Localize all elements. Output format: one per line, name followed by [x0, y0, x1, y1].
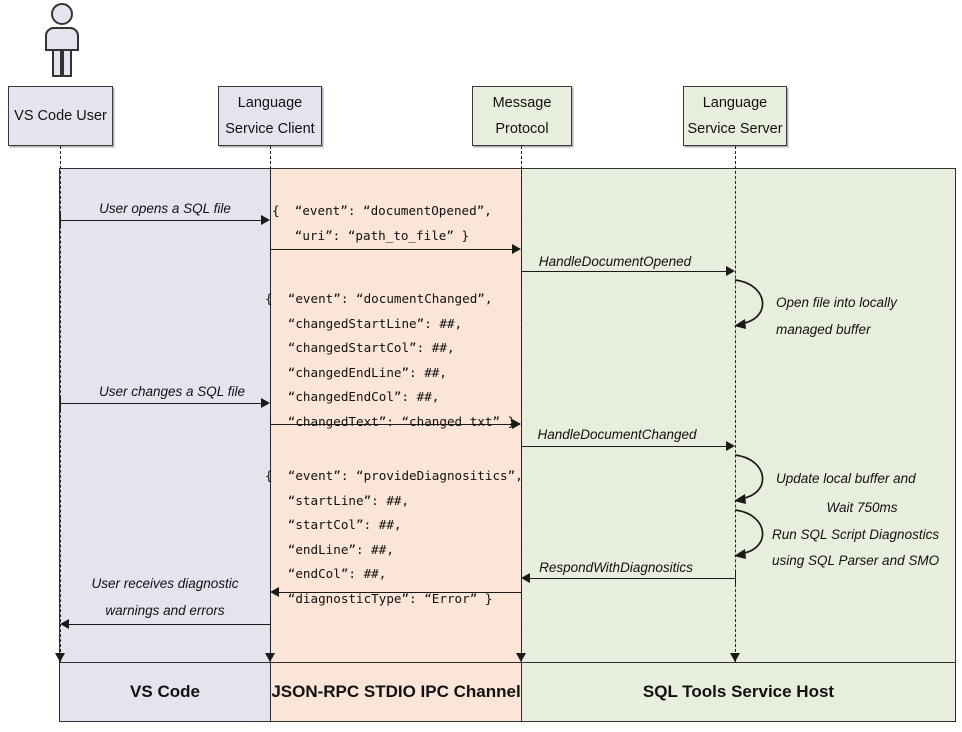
self-call-label-run-diagnostics-line1: Run SQL Script Diagnostics — [772, 527, 940, 542]
lifeline-language-service-server — [735, 146, 736, 662]
json-payload-document-opened: { “event”: “documentOpened”, “uri”: “pat… — [272, 203, 492, 243]
message-arrow-tail-tick — [735, 572, 736, 585]
self-call-loop-update-buffer — [734, 454, 764, 504]
message-arrow-tail-tick — [270, 618, 271, 631]
message-label-respond-with-diagnostics: RespondWithDiagnositics — [539, 560, 693, 575]
participant-message-protocol[interactable]: Message Protocol — [472, 86, 572, 146]
message-arrow-user-changes-file — [60, 403, 262, 404]
participant-label-line2: Service Client — [225, 121, 315, 137]
band-service-host — [521, 168, 956, 663]
message-arrow-handle-document-changed — [521, 446, 727, 447]
legend-label: SQL Tools Service Host — [642, 682, 835, 701]
legend-cell-ipc-channel[interactable]: JSON-RPC STDIO IPC Channel — [270, 662, 522, 722]
message-arrowhead-user-opens-file — [261, 215, 270, 225]
legend-label: VS Code — [130, 682, 200, 701]
message-arrow-tail-tick — [521, 440, 522, 453]
message-arrow-handle-document-opened — [521, 271, 727, 272]
message-arrow-tail-tick — [270, 418, 271, 431]
message-arrowhead-client-to-protocol-changed — [512, 419, 521, 429]
message-label-handle-document-opened: HandleDocumentOpened — [538, 254, 692, 269]
legend-label: JSON-RPC STDIO IPC Channel — [271, 682, 521, 701]
json-payload-document-changed: { “event”: “documentChanged”, “changedSt… — [265, 291, 516, 429]
self-call-label-open-file-line2: managed buffer — [776, 322, 871, 337]
band-vs-code — [59, 168, 271, 663]
message-arrowhead-client-to-protocol-opened — [512, 244, 521, 254]
json-payload-provide-diagnostics: { “event”: “provideDiagnositics”, “start… — [265, 468, 523, 606]
message-arrow-client-to-protocol-opened — [270, 249, 513, 250]
message-arrowhead-protocol-to-client-diagnostics — [270, 587, 279, 597]
message-arrow-user-opens-file — [60, 220, 262, 221]
participant-label-line2: Service Server — [687, 121, 783, 137]
participant-label-line2: Protocol — [495, 121, 549, 137]
legend-cell-service-host[interactable]: SQL Tools Service Host — [521, 662, 956, 722]
band-ipc-channel — [270, 168, 522, 663]
message-arrow-tail-tick — [60, 214, 61, 227]
participant-label-line1: VS Code User — [14, 107, 107, 124]
self-call-label-update-buffer-line1: Update local buffer and — [776, 471, 916, 486]
participant-label-line1: Language — [702, 94, 768, 111]
message-arrow-tail-tick — [521, 586, 522, 599]
lifeline-end-arrow-user — [55, 653, 65, 662]
self-call-label-update-buffer-line2: Wait 750ms — [826, 500, 898, 515]
message-arrow-respond-with-diagnostics — [530, 578, 735, 579]
lifeline-language-service-client — [270, 146, 271, 662]
message-arrow-tail-tick — [60, 397, 61, 410]
message-arrowhead-user-changes-file — [261, 398, 270, 408]
message-label-user-opens-file: User opens a SQL file — [99, 201, 231, 216]
message-label-user-receives-line1: User receives diagnostic — [91, 576, 239, 591]
self-call-label-open-file-line1: Open file into locally — [776, 295, 897, 310]
self-call-label-run-diagnostics-line2: using SQL Parser and SMO — [772, 553, 940, 568]
message-arrowhead-respond-with-diagnostics — [521, 573, 530, 583]
participant-label-line1: Language — [237, 94, 303, 111]
message-arrowhead-handle-document-opened — [726, 266, 735, 276]
participant-label-line1: Message — [492, 94, 552, 111]
message-arrow-user-receives-diagnostics — [69, 624, 270, 625]
lifeline-end-arrow-protocol — [516, 653, 526, 662]
message-label-handle-document-changed: HandleDocumentChanged — [537, 427, 697, 442]
message-arrow-tail-tick — [270, 243, 271, 256]
message-arrow-protocol-to-client-diagnostics — [279, 592, 521, 593]
message-arrow-client-to-protocol-changed — [270, 424, 513, 425]
message-arrowhead-handle-document-changed — [726, 441, 735, 451]
lifeline-end-arrow-client — [265, 653, 275, 662]
legend-cell-vs-code[interactable]: VS Code — [59, 662, 271, 722]
message-arrowhead-user-receives-diagnostics — [60, 619, 69, 629]
self-call-loop-run-diagnostics — [734, 509, 764, 559]
participant-vs-code-user[interactable]: VS Code User — [8, 86, 113, 146]
lifeline-end-arrow-server — [730, 653, 740, 662]
participant-language-service-server[interactable]: Language Service Server — [683, 86, 787, 146]
self-call-loop-open-file — [734, 279, 764, 329]
participant-language-service-client[interactable]: Language Service Client — [218, 86, 322, 146]
message-label-user-changes-file: User changes a SQL file — [98, 384, 246, 399]
lifeline-message-protocol — [521, 146, 522, 662]
vs-code-user-actor — [32, 2, 92, 80]
message-arrow-tail-tick — [521, 265, 522, 278]
message-label-user-receives-line2: warnings and errors — [105, 603, 225, 618]
